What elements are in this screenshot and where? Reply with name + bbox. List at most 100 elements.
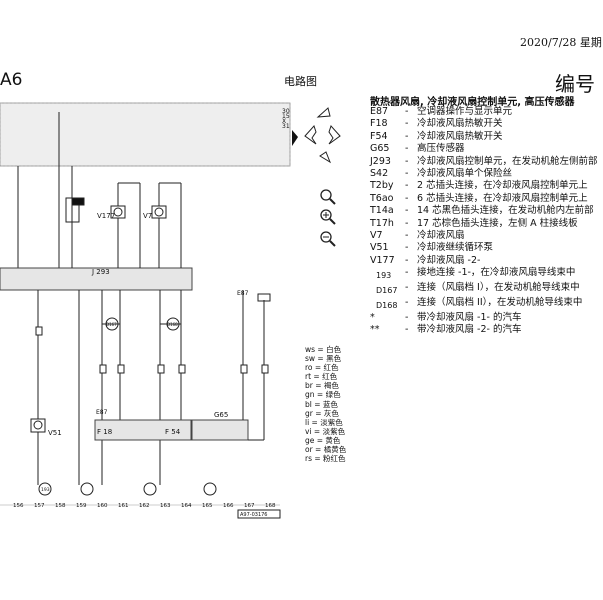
legend-desc: 带冷却液风扇 -2- 的汽车: [417, 324, 522, 336]
nav-controls: [292, 107, 341, 247]
legend-code: V177: [370, 254, 395, 266]
j293-unit-box: [0, 267, 193, 291]
page-kind-label: 电路图: [284, 75, 317, 88]
rail-label-30: 30: [282, 108, 290, 115]
legend-code: E87: [370, 106, 389, 117]
legend-code: 193: [376, 271, 392, 281]
ground-node-2: [80, 482, 94, 496]
track-number: 159: [76, 503, 87, 509]
play-icon[interactable]: [292, 130, 298, 146]
pan-down-icon[interactable]: [319, 151, 332, 164]
track-number: 157: [34, 503, 45, 509]
pan-right-icon[interactable]: [328, 125, 341, 145]
track-number: 166: [223, 503, 234, 509]
wire-color-item: li = 淡紫色: [305, 417, 343, 427]
legend-desc: 冷却液风扇 -2-: [417, 254, 481, 266]
zoom-out-icon[interactable]: [320, 231, 336, 247]
label-g65: G65: [214, 411, 228, 419]
legend-dash: -: [405, 167, 409, 179]
rail-label-x: X: [282, 118, 286, 125]
track-number: 167: [244, 503, 255, 509]
legend-dash: -: [405, 106, 409, 117]
legend-desc: 空调器操作与显示单元: [417, 106, 513, 117]
legend-dash: -: [405, 192, 409, 204]
legend-code: D167: [376, 286, 398, 296]
label-ref: A97-03176: [240, 512, 268, 518]
f18-f54-box: [94, 419, 192, 441]
legend-code: F18: [370, 118, 388, 130]
legend-code: T2by: [370, 180, 394, 192]
rail-label-31: 31: [282, 123, 290, 130]
v177-motor-box: [110, 205, 126, 219]
track-number: 158: [55, 503, 66, 509]
legend-code: G65: [370, 143, 390, 155]
wire-color-item: ws = 白色: [305, 345, 342, 354]
number-label: 编号: [555, 72, 595, 96]
legend-dash: -: [405, 267, 409, 279]
label-v51: V51: [48, 429, 62, 437]
ground-node-3: [143, 482, 157, 496]
track-number: 162: [139, 503, 150, 509]
wire-color-item: sw = 黑色: [305, 354, 342, 364]
legend-code: J293: [370, 155, 391, 167]
track-number: 165: [202, 503, 213, 509]
wire-color-item: or = 橘黄色: [305, 445, 347, 455]
label-j293: J 293: [91, 268, 110, 276]
g65-sensor-box: [191, 419, 249, 441]
track-number: 160: [97, 503, 108, 509]
legend-dash: -: [405, 312, 409, 324]
pan-up-icon[interactable]: [316, 107, 331, 118]
zoom-fit-icon[interactable]: [320, 189, 336, 205]
legend-desc: 6 芯插头连接，在冷却液风扇控制单元上: [417, 192, 588, 204]
wire-color-item: bl = 蓝色: [305, 399, 338, 409]
wire-color-item: gn = 绿色: [305, 390, 341, 400]
track-number: 168: [265, 503, 276, 509]
legend-dash: -: [405, 130, 409, 142]
wire-color-item: vi = 淡紫色: [305, 426, 346, 436]
legend-desc: 2 芯插头连接，在冷却液风扇控制单元上: [417, 180, 588, 192]
legend-dash: -: [405, 118, 409, 130]
v7-motor-box: [151, 205, 167, 219]
label-ground: 193: [41, 487, 50, 493]
legend-dash: -: [405, 155, 409, 167]
legend-dash: -: [405, 143, 409, 155]
legend-dash: -: [405, 297, 409, 309]
label-e87-top: E87: [237, 290, 249, 297]
pan-left-icon[interactable]: [304, 125, 317, 145]
date-text: 2020/7/28 星期: [520, 36, 602, 49]
label-e87-mid: E87: [96, 409, 108, 416]
track-number: 163: [160, 503, 171, 509]
legend-desc: 冷却液继续循环泵: [417, 242, 494, 254]
legend-desc: 带冷却液风扇 -1- 的汽车: [417, 312, 522, 324]
legend-dash: -: [405, 180, 409, 192]
legend-code: *: [370, 312, 375, 324]
legend-code: D168: [376, 301, 398, 311]
legend-code: V7: [370, 229, 383, 241]
zoom-in-icon[interactable]: [320, 209, 336, 225]
legend-dash: -: [405, 217, 409, 229]
legend-desc: 高压传感器: [417, 143, 465, 155]
legend-title: 散热器风扇, 冷却液风扇控制单元, 高压传感器: [370, 97, 575, 108]
legend-code: S42: [370, 167, 389, 179]
legend-desc: 17 芯棕色插头连接，左侧 A 柱接线板: [417, 217, 578, 229]
legend-code: V51: [370, 242, 389, 254]
legend-dash: -: [405, 229, 409, 241]
legend-code: F54: [370, 130, 388, 142]
legend-desc: 冷却液风扇控制单元，在发动机舱左侧前部: [417, 155, 598, 167]
label-d168: D168: [167, 322, 178, 327]
fuse-panel-box: [0, 102, 291, 167]
label-v7: V7: [143, 212, 152, 220]
legend-code: T14a: [370, 205, 394, 217]
legend-desc: 连接（风扇档 II），在发动机舱导线束中: [417, 297, 583, 309]
legend-code: T17h: [370, 217, 394, 229]
wire-color-item: rt = 红色: [305, 372, 338, 382]
wire-color-item: br = 褐色: [305, 381, 339, 391]
legend-desc: 冷却液风扇: [417, 229, 465, 241]
legend-dash: -: [405, 282, 409, 294]
legend-desc: 14 芯黑色插头连接，在发动机舱内左前部: [417, 205, 594, 217]
label-v177: V177: [97, 212, 115, 220]
ground-node-1: [38, 482, 52, 496]
wire-color-item: rs = 粉红色: [305, 454, 346, 464]
